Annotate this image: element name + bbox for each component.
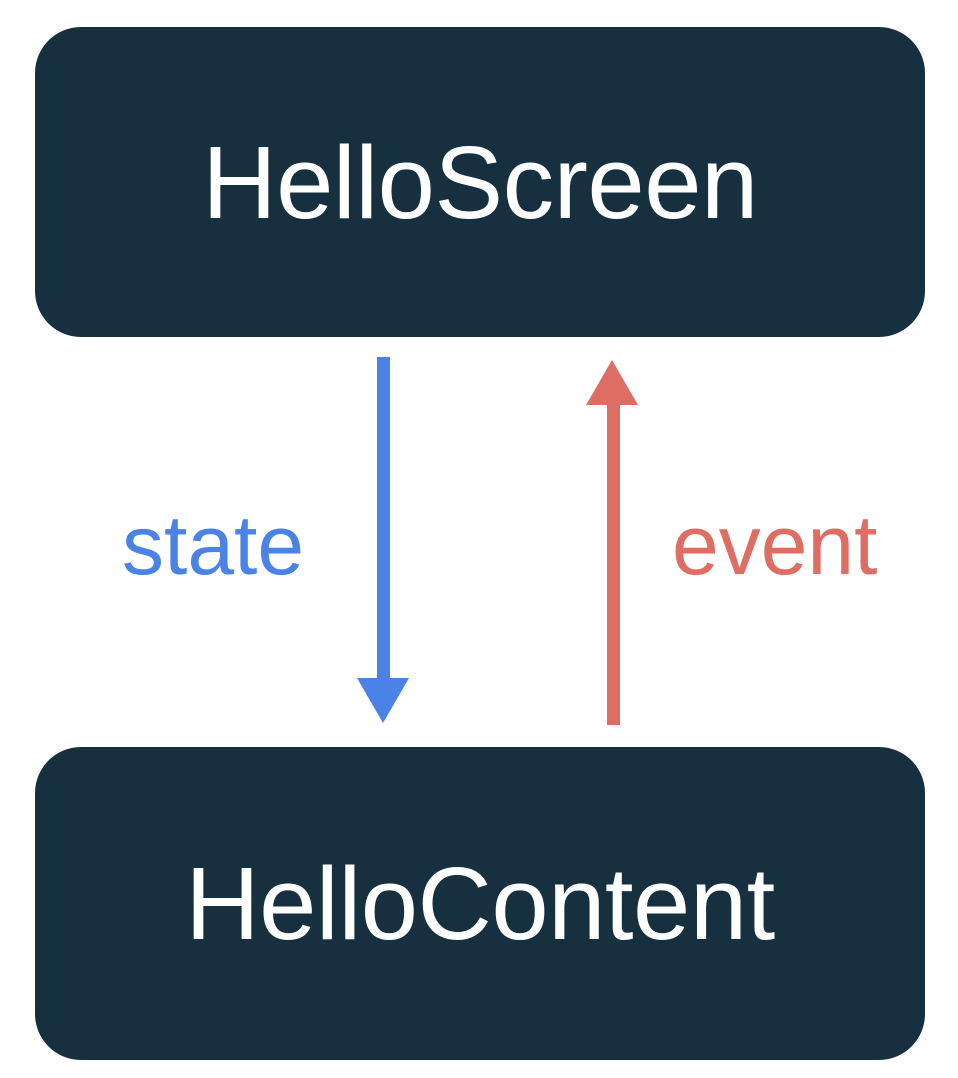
event-arrow <box>586 360 638 725</box>
event-arrow-head-icon <box>586 360 638 405</box>
node-hello-screen[interactable]: HelloScreen <box>35 27 925 337</box>
state-arrow-shaft <box>377 357 390 682</box>
edge-label-state: state <box>122 498 305 592</box>
edge-label-event: event <box>672 498 878 592</box>
event-arrow-shaft <box>607 403 620 725</box>
state-arrow-head-icon <box>357 678 409 723</box>
node-hello-content[interactable]: HelloContent <box>35 747 925 1060</box>
node-hello-content-label: HelloContent <box>185 846 775 961</box>
node-hello-screen-label: HelloScreen <box>202 124 758 240</box>
state-arrow <box>357 357 409 723</box>
